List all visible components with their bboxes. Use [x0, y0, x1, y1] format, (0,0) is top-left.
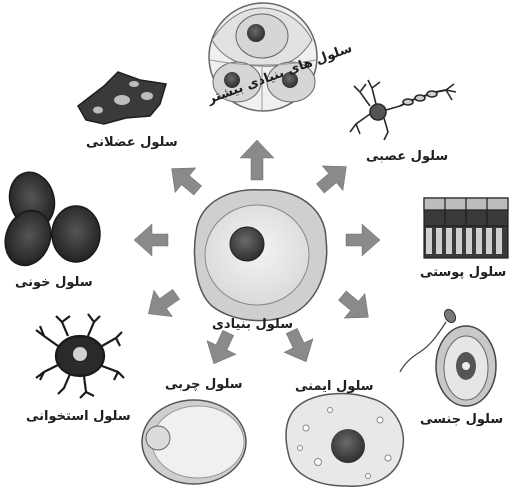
label-blood-cell: سلول خونی: [15, 276, 93, 289]
label-muscle-cell: سلول عضلانی: [86, 136, 178, 149]
muscle-cell: [78, 72, 166, 124]
arrow-right: [346, 224, 380, 256]
immune-cell: [286, 394, 403, 487]
fat-cell: [142, 400, 246, 484]
arrow-up-right: [310, 154, 357, 200]
label-immune-cell: سلول ایمنی: [295, 380, 374, 393]
bone-cell: [36, 314, 124, 398]
label-nerve-cell: سلول عصبی: [366, 150, 448, 163]
arrow-down-left: [199, 326, 242, 370]
arrow-left-down: [139, 281, 185, 327]
arrow-left: [134, 224, 168, 256]
skin-cells: [424, 198, 508, 258]
blood-cells: [0, 167, 100, 272]
arrow-up: [240, 140, 274, 180]
label-fat-cell: سلول چربی: [165, 378, 243, 391]
label-skin-cell: سلول پوستی: [420, 266, 506, 279]
arrow-down-right: [332, 283, 379, 329]
nerve-cell: [350, 80, 456, 140]
label-stem-cell: سلول بنیادی: [212, 318, 293, 331]
label-sex-cell: سلول جنسی: [420, 413, 503, 426]
sex-cells: [400, 307, 496, 406]
arrow-up-left: [161, 156, 208, 202]
label-bone-cell: سلول استخوانی: [26, 410, 131, 423]
center-stem-cell: [195, 190, 327, 321]
